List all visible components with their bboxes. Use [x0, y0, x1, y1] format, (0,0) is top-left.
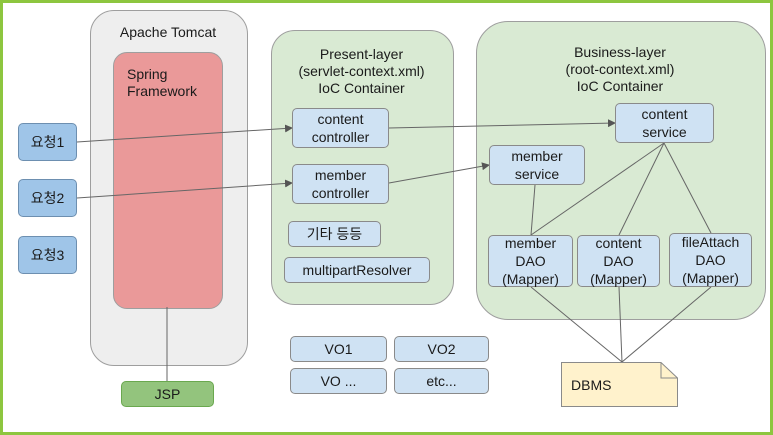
spring-title: Spring Framework — [127, 66, 198, 99]
request-1: 요청1 — [18, 123, 77, 161]
memberdao-dbms-line — [530, 286, 623, 363]
vo-more-box: VO ... — [290, 368, 387, 394]
member-service: member service — [489, 145, 585, 185]
contentdao-dbms-line — [618, 286, 623, 363]
dbms-box: DBMS — [561, 362, 678, 407]
content-dao: content DAO (Mapper) — [577, 235, 660, 287]
present-layer-title: Present-layer (servlet-context.xml) IoC … — [298, 46, 425, 96]
content-service: content service — [615, 103, 714, 143]
request2-arrow — [76, 179, 293, 199]
etc-box: 기타 등등 — [288, 221, 381, 247]
content-controller-arrow — [388, 119, 616, 129]
vo1-box: VO1 — [290, 336, 387, 362]
ms-memberdao-line — [530, 184, 536, 236]
cs-fileattachdao-line — [663, 142, 712, 234]
vo2-box: VO2 — [394, 336, 489, 362]
member-dao: member DAO (Mapper) — [488, 235, 573, 287]
spring-framework-container — [113, 52, 223, 309]
request-2: 요청2 — [18, 179, 77, 217]
cs-memberdao-line — [530, 142, 665, 236]
fileattach-dao: fileAttach DAO (Mapper) — [669, 233, 752, 287]
member-controller: member controller — [292, 164, 389, 204]
multipart-resolver: multipartResolver — [284, 257, 430, 283]
tomcat-title: Apache Tomcat — [119, 24, 217, 40]
dbms-label: DBMS — [571, 376, 612, 393]
member-controller-arrow — [388, 162, 490, 184]
business-layer-title: Business-layer (root-context.xml) IoC Co… — [565, 44, 675, 94]
fileattachdao-dbms-line — [621, 286, 712, 363]
request-3: 요청3 — [18, 236, 77, 274]
jsp-box: JSP — [121, 381, 214, 407]
content-controller: content controller — [292, 108, 389, 148]
etc-vo-box: etc... — [394, 368, 489, 394]
cs-contentdao-line — [618, 142, 665, 236]
request1-arrow — [76, 124, 293, 143]
dbms-document-shape — [561, 362, 678, 407]
